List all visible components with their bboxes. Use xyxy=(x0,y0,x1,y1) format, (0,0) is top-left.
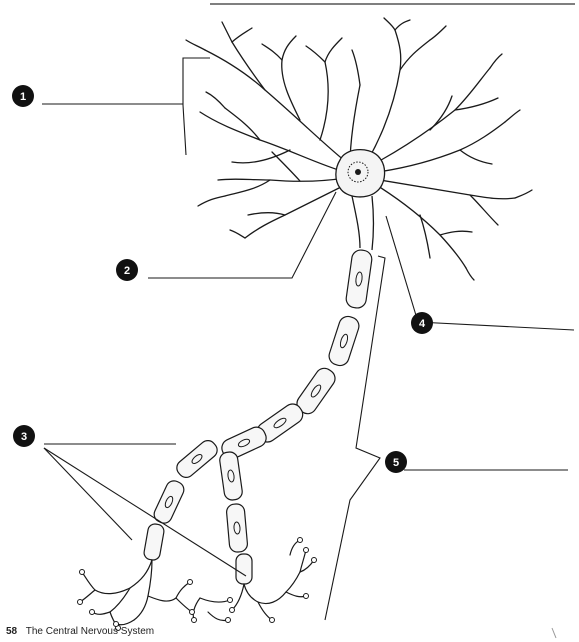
axon-terminals xyxy=(80,540,314,628)
marker-1-label: 1 xyxy=(20,91,26,103)
marker-4-label: 4 xyxy=(419,318,426,330)
nucleolus xyxy=(355,169,361,175)
bracket-1 xyxy=(183,58,210,155)
marker-1: 1 xyxy=(12,85,34,107)
cell-body xyxy=(336,150,385,197)
page-footer: 58 The Central Nervous System xyxy=(6,626,154,637)
leader-line-4 xyxy=(386,216,574,330)
axon xyxy=(352,196,374,250)
marker-2: 2 xyxy=(116,259,138,281)
terminal-boutons xyxy=(78,538,317,631)
marker-5: 5 xyxy=(385,451,407,473)
stray-mark xyxy=(552,628,556,638)
myelin-sheaths xyxy=(143,249,373,584)
leader-line-2 xyxy=(148,192,336,278)
myelin-nuclei xyxy=(164,272,363,535)
running-title: The Central Nervous System xyxy=(26,626,154,637)
marker-5-label: 5 xyxy=(393,457,399,469)
page-number: 58 xyxy=(6,626,17,637)
brackets-and-leaders xyxy=(42,58,574,620)
number-markers: 1 2 3 4 5 xyxy=(12,85,433,473)
bracket-5 xyxy=(325,256,385,620)
marker-2-label: 2 xyxy=(124,265,130,277)
leader-line-3b xyxy=(44,448,132,540)
marker-3: 3 xyxy=(13,425,35,447)
marker-4: 4 xyxy=(411,312,433,334)
marker-3-label: 3 xyxy=(21,431,27,443)
